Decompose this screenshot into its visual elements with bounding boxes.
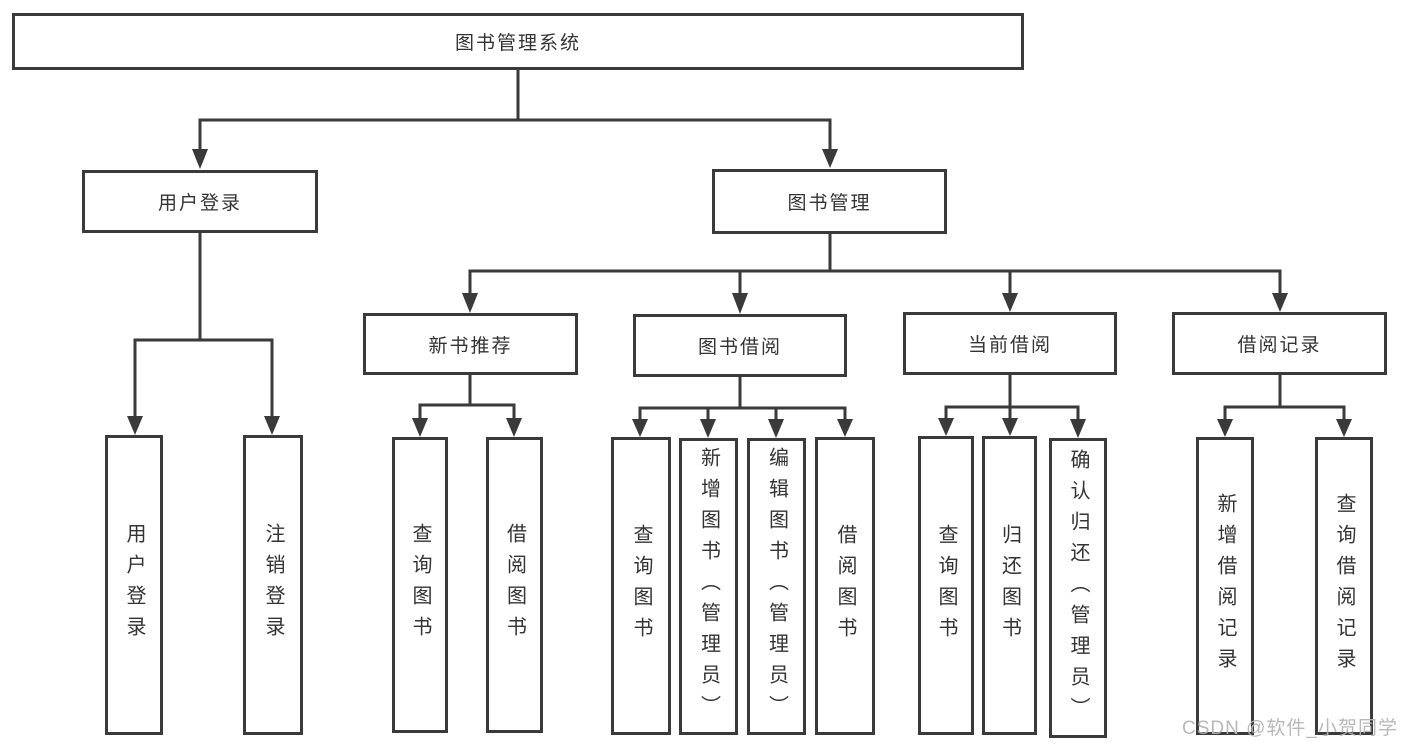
leaf-label: 归还图书 [998, 523, 1021, 648]
csdn-watermark: CSDN @软件_小贺同学 [1182, 718, 1398, 739]
leaf-label: 查询借阅记录 [1333, 493, 1355, 679]
leaf-bb-edit-books-admin: 编辑图书（管理员） [747, 438, 806, 735]
leaf-label: 用户登录 [123, 523, 145, 647]
leaf-login-user-login: 用户登录 [105, 435, 163, 735]
leaf-cb-query-books: 查询图书 [918, 436, 974, 735]
leaf-br-query-record: 查询借阅记录 [1315, 437, 1373, 735]
connector-borrow-to-leaves [638, 376, 847, 421]
connector-current-to-leaves [944, 374, 1080, 421]
node-new-book-rec-label: 新书推荐 [428, 335, 513, 357]
node-root: 图书管理系统 [12, 13, 1024, 70]
leaf-label: 借阅图书 [503, 523, 526, 647]
node-book-borrow-label: 图书借阅 [697, 337, 782, 358]
leaf-cb-confirm-return-admin: 确认归还（管理员） [1049, 438, 1107, 738]
leaf-bb-borrow-books: 借阅图书 [815, 437, 875, 735]
leaf-label: 查询图书 [409, 523, 431, 647]
leaf-bb-add-books-admin: 新增图书（管理员） [679, 438, 738, 735]
leaf-login-logout: 注销登录 [243, 435, 303, 735]
leaf-label: 查询图书 [630, 524, 652, 648]
leaf-label: 确认归还（管理员） [1067, 448, 1089, 728]
leaf-br-add-record: 新增借阅记录 [1196, 437, 1254, 735]
node-root-label: 图书管理系统 [454, 33, 581, 54]
node-book-mgmt-label: 图书管理 [787, 193, 872, 214]
leaf-label: 编辑图书（管理员） [765, 447, 788, 726]
leaf-cb-return-books: 归还图书 [982, 436, 1037, 735]
node-borrow-records-label: 借阅记录 [1237, 335, 1322, 356]
leaf-label: 查询图书 [935, 523, 957, 648]
node-new-book-rec: 新书推荐 [363, 313, 578, 375]
node-current-borrow-label: 当前借阅 [967, 335, 1052, 356]
node-book-borrow: 图书借阅 [633, 314, 847, 377]
connector-mgmt-to-level3 [468, 233, 1282, 295]
leaf-label: 新增图书（管理员） [697, 447, 720, 726]
node-borrow-records: 借阅记录 [1172, 312, 1387, 375]
arrowheads [127, 149, 1352, 438]
node-user-login-label: 用户登录 [157, 193, 242, 214]
leaf-label: 注销登录 [262, 523, 284, 647]
node-book-mgmt: 图书管理 [712, 169, 947, 234]
connector-login-to-leaves [133, 232, 274, 418]
leaf-label: 借阅图书 [834, 524, 856, 648]
leaf-label: 新增借阅记录 [1214, 493, 1236, 679]
leaf-bb-query-books: 查询图书 [611, 437, 671, 735]
leaf-nbr-query-books: 查询图书 [392, 437, 448, 733]
node-current-borrow: 当前借阅 [903, 312, 1117, 375]
connector-records-to-leaves [1223, 374, 1346, 421]
node-user-login: 用户登录 [82, 170, 318, 233]
leaf-nbr-borrow-books: 借阅图书 [486, 437, 543, 733]
connector-root-to-level2 [198, 68, 832, 150]
connector-newbook-to-leaves [418, 374, 516, 420]
